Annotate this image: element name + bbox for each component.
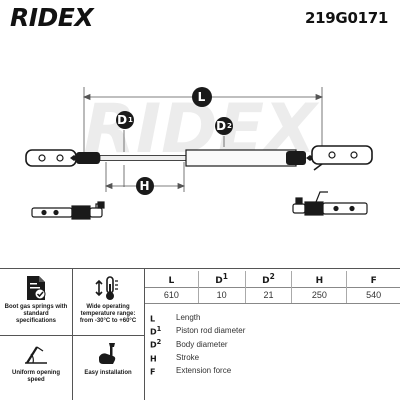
spec-header-l: L xyxy=(168,275,175,286)
spec-value-row: 610 10 21 250 540 xyxy=(145,286,400,304)
opening-speed-icon xyxy=(25,346,47,364)
specifications-section: Boot gas springs with standard specifica… xyxy=(0,268,400,400)
feature-label: Easy installation xyxy=(84,370,132,376)
spec-header-d2: D2 xyxy=(244,271,292,287)
spec-header-f: F xyxy=(346,271,400,287)
dimension-l-badge: L xyxy=(192,87,212,107)
gas-spring-side-view xyxy=(25,145,373,171)
spec-value-f: 540 xyxy=(346,286,400,304)
legend-text: Body diameter xyxy=(176,339,228,349)
spec-value-h: 250 xyxy=(291,286,347,304)
right-end-fitting xyxy=(292,191,368,216)
hand-tool-icon xyxy=(99,343,116,364)
legend-item-body-diameter: D2 Body diameter xyxy=(150,338,390,351)
legend-key: D1 xyxy=(150,325,162,337)
legend-item-length: L Length xyxy=(150,311,390,324)
legend-text: Extension force xyxy=(176,366,232,376)
feature-label: Uniform opening speed xyxy=(12,370,60,383)
legend-key: L xyxy=(150,314,156,324)
legend-key: D2 xyxy=(150,338,162,351)
brand-logo: RIDEX xyxy=(10,3,94,32)
legend-text: Stroke xyxy=(176,353,200,363)
left-end-fitting xyxy=(31,201,105,220)
legend-item-piston-rod-diameter: D1 Piston rod diameter xyxy=(150,324,390,337)
specification-table: L D1 D2 H F 610 10 21 250 540 xyxy=(145,271,400,304)
feature-row-divider xyxy=(0,335,144,336)
feature-temperature-range: Wide operating temperature range: from -… xyxy=(76,269,140,335)
legend-item-stroke: H Stroke xyxy=(150,351,390,364)
spec-header-h: H xyxy=(291,271,347,287)
legend-text: Piston rod diameter xyxy=(176,326,246,336)
feature-easy-installation: Easy installation xyxy=(76,335,140,400)
legend-key: F xyxy=(150,367,156,377)
thermometer-icon xyxy=(95,276,118,300)
spec-value-d2: 21 xyxy=(244,286,292,304)
feature-label: Boot gas springs with standard specifica… xyxy=(4,304,68,324)
spec-value-l: 610 xyxy=(145,286,199,304)
dimension-h-badge: H xyxy=(136,177,154,195)
feature-opening-speed: Uniform opening speed xyxy=(4,335,68,400)
table-divider xyxy=(144,269,145,400)
dimension-legend: L Length D1 Piston rod diameter D2 Body … xyxy=(150,311,390,377)
document-check-icon xyxy=(27,276,46,300)
legend-key: H xyxy=(150,354,157,364)
gas-spring-diagram: RIDEX xyxy=(0,40,400,270)
part-number: 219G0171 xyxy=(305,9,388,27)
feature-divider xyxy=(72,269,73,400)
spec-header-row: L D1 D2 H F xyxy=(145,271,400,287)
feature-standard-specs: Boot gas springs with standard specifica… xyxy=(4,269,68,335)
legend-item-extension-force: F Extension force xyxy=(150,364,390,377)
feature-label: Wide operating temperature range: from -… xyxy=(79,304,137,324)
spec-value-d1: 10 xyxy=(197,286,246,304)
legend-text: Length xyxy=(176,313,201,323)
spec-header-d1: D1 xyxy=(197,271,246,287)
gas-spring-drawing: RIDEX xyxy=(25,87,373,220)
